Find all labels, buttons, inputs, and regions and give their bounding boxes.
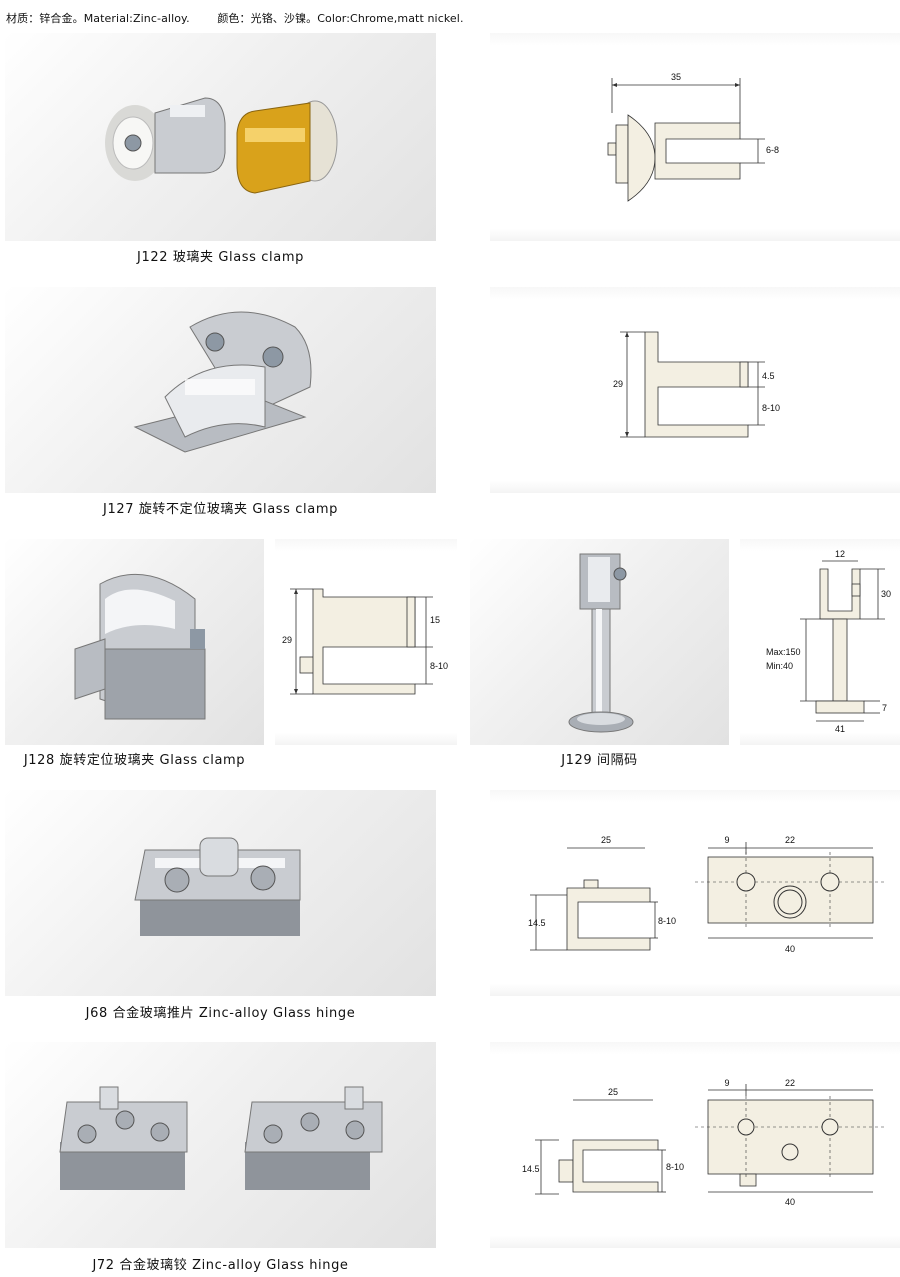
j129-caption: J129 间隔码	[561, 753, 638, 768]
j129-dim-top-width: 12	[835, 549, 845, 559]
j68-dim-width: 25	[601, 835, 611, 845]
j72-dim-hole-offset: 9	[724, 1078, 729, 1088]
j68-dim-gap: 8-10	[658, 916, 676, 926]
j127-photo-art	[133, 311, 312, 453]
j72-dim-length: 40	[785, 1197, 795, 1207]
j129-dim-base-width: 41	[835, 724, 845, 734]
j68-dim-length: 40	[785, 944, 795, 954]
j72-drawing-art: 25 14.5 8-10 9 22 40	[522, 1078, 885, 1207]
j122-dim-gap: 6-8	[766, 145, 779, 155]
header-spec: 材质：锌合金。Material:Zinc-alloy. 颜色：光铬、沙镍。Col…	[6, 10, 464, 26]
j128-dim-gap: 8-10	[430, 661, 448, 671]
j68-drawing-art: 25 14.5 8-10 9 22 40	[528, 835, 885, 954]
j122-drawing-art: 35 6-8	[607, 72, 779, 202]
j127-dim-height: 29	[613, 379, 623, 389]
j68-dim-hole-offset: 9	[724, 835, 729, 845]
j129-dim-clip-height: 30	[881, 589, 891, 599]
j127-dim-gap: 8-10	[762, 403, 780, 413]
j68-drawing: 25 14.5 8-10 9 22 40	[490, 790, 900, 996]
j129-drawing-art: 12 30 Max:150 Min:40 7 41	[766, 549, 891, 734]
j128-drawing-art: 29 15 8-10	[282, 588, 448, 695]
j128-photo	[5, 539, 264, 745]
j122-photo-art	[105, 97, 338, 194]
j129-dim-base-height: 7	[882, 703, 887, 713]
j72-caption: J72 合金玻璃铰 Zinc-alloy Glass hinge	[92, 1258, 349, 1273]
j68-caption: J68 合金玻璃推片 Zinc-alloy Glass hinge	[85, 1006, 356, 1021]
j72-dim-hole-spacing: 22	[785, 1078, 795, 1088]
j127-dim-top: 4.5	[762, 371, 775, 381]
j128-dim-height: 29	[282, 635, 292, 645]
color-text: 颜色：光铬、沙镍。Color:Chrome,matt nickel.	[217, 12, 464, 25]
j72-dim-width: 25	[608, 1087, 618, 1097]
j68-photo-art	[134, 837, 301, 936]
j127-photo	[5, 287, 436, 493]
j68-dim-hole-spacing: 22	[785, 835, 795, 845]
j128-photo-art	[74, 573, 206, 720]
j72-photo-art	[59, 1086, 383, 1190]
j127-drawing-art: 29 4.5 8-10	[613, 331, 780, 438]
j68-dim-height: 14.5	[528, 918, 546, 928]
j72-photo	[5, 1042, 436, 1248]
j122-photo	[5, 33, 436, 241]
j128-caption: J128 旋转定位玻璃夹 Glass clamp	[23, 753, 246, 768]
j72-dim-gap: 8-10	[666, 1162, 684, 1172]
j68-photo	[5, 790, 436, 996]
j72-dim-height: 14.5	[522, 1164, 540, 1174]
j72-drawing: 25 14.5 8-10 9 22 40	[490, 1042, 900, 1248]
j122-drawing: 35 6-8	[490, 33, 900, 241]
j122-dim-width: 35	[671, 72, 681, 82]
j129-dim-post-max: Max:150	[766, 647, 801, 657]
j127-drawing: 29 4.5 8-10	[490, 287, 900, 493]
j129-dim-post-min: Min:40	[766, 661, 793, 671]
j129-photo-art	[568, 553, 634, 733]
j128-dim-top: 15	[430, 615, 440, 625]
j128-drawing: 29 15 8-10	[275, 539, 457, 745]
material-text: 材质：锌合金。Material:Zinc-alloy.	[6, 12, 190, 25]
j122-caption: J122 玻璃夹 Glass clamp	[137, 250, 304, 265]
j129-photo	[470, 539, 729, 745]
j127-caption: J127 旋转不定位玻璃夹 Glass clamp	[103, 502, 338, 517]
j129-drawing: 12 30 Max:150 Min:40 7 41	[740, 539, 900, 745]
